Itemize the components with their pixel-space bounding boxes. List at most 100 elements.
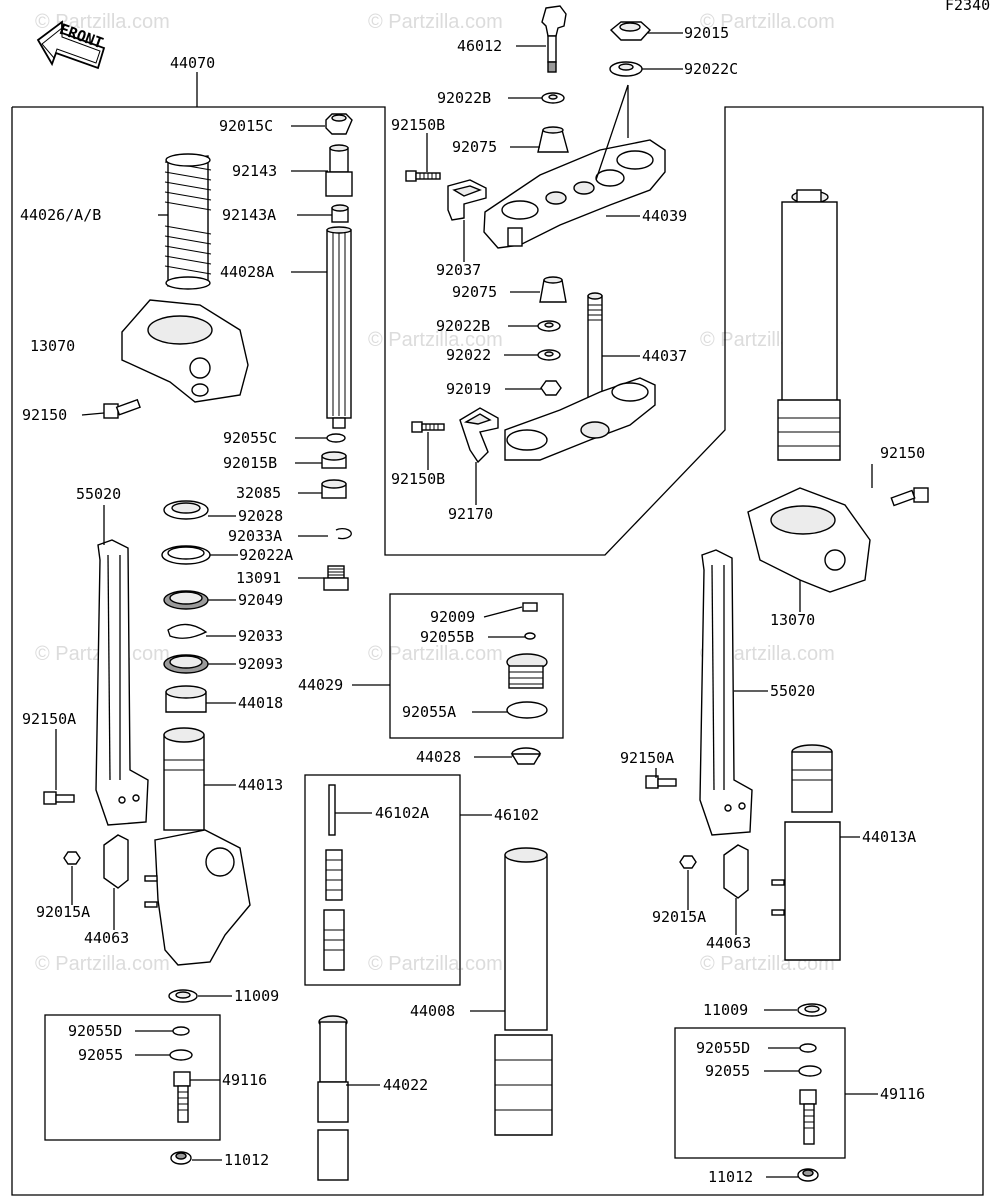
part-92055D-right	[799, 1043, 817, 1053]
part-92055C-oring	[326, 433, 346, 443]
part-44063-left-holder	[103, 834, 129, 889]
part-92022B-washer-top	[541, 92, 565, 104]
label-92015A: 92015A	[36, 903, 90, 921]
label-92049: 92049	[238, 591, 283, 609]
label-11012: 11012	[708, 1168, 753, 1186]
part-92015-nut	[609, 21, 651, 41]
label-44029: 44029	[298, 676, 343, 694]
part-92150A-left-bolt	[43, 791, 75, 805]
part-92055D-left	[172, 1026, 190, 1036]
label-92019: 92019	[446, 380, 491, 398]
part-92015B-nut	[321, 451, 347, 469]
part-right-outer-tube	[777, 189, 841, 461]
label-92033A: 92033A	[228, 527, 282, 545]
label-44028: 44028	[416, 748, 461, 766]
label-92150B: 92150B	[391, 470, 445, 488]
label-44018: 44018	[238, 694, 283, 712]
part-number-labels: 46012 92015 92022C 44070 92022B 92015C 9…	[20, 24, 925, 1186]
part-46102-damper-rod	[323, 784, 345, 971]
watermark: © Partzilla.com	[368, 953, 503, 975]
part-11009-right-gasket	[797, 1003, 827, 1017]
label-44063: 44063	[706, 934, 751, 952]
figure-code: F2340	[945, 0, 990, 14]
label-46012: 46012	[457, 37, 502, 55]
label-44028A: 44028A	[220, 263, 274, 281]
part-44022-cylinder	[317, 1015, 349, 1181]
part-92015A-right-nut	[679, 855, 697, 869]
part-44063-right-holder	[723, 844, 749, 899]
label-11009: 11009	[703, 1001, 748, 1019]
label-92055A: 92055A	[402, 703, 456, 721]
part-92055-left	[169, 1049, 193, 1061]
part-13091-plug	[323, 565, 349, 591]
label-92150A: 92150A	[620, 749, 674, 767]
label-49116: 49116	[222, 1071, 267, 1089]
label-44063: 44063	[84, 929, 129, 947]
label-92028: 92028	[238, 507, 283, 525]
part-92075-rubber-top	[537, 126, 569, 153]
part-92150-left-bolt	[103, 398, 141, 419]
part-32085-collar	[321, 479, 347, 499]
part-92150B-bolt-bottom	[411, 421, 445, 433]
part-92022C-washer	[609, 61, 643, 77]
label-13091: 13091	[236, 569, 281, 587]
part-92022A-washer	[161, 545, 211, 565]
part-11009-left-gasket	[168, 989, 198, 1003]
part-92028-bushing	[163, 500, 209, 520]
label-92150A: 92150A	[22, 710, 76, 728]
label-92150: 92150	[880, 444, 925, 462]
label-32085: 32085	[236, 484, 281, 502]
label-92075: 92075	[452, 283, 497, 301]
label-44013A: 44013A	[862, 828, 916, 846]
label-92143: 92143	[232, 162, 277, 180]
label-92022A: 92022A	[239, 546, 293, 564]
part-11012-left-washer	[170, 1151, 192, 1165]
label-92150: 92150	[22, 406, 67, 424]
label-92015A: 92015A	[652, 908, 706, 926]
label-46102: 46102	[494, 806, 539, 824]
part-left-axle-bracket	[144, 829, 251, 966]
part-92015C-nut	[325, 113, 353, 135]
watermark: © Partzilla.com	[35, 953, 170, 975]
part-11012-right-washer	[797, 1168, 819, 1182]
label-92170: 92170	[448, 505, 493, 523]
part-92049-oil-seal	[163, 590, 209, 610]
label-44013: 44013	[238, 776, 283, 794]
watermark: © Partzilla.com	[368, 643, 503, 665]
part-49116-right-valve	[799, 1089, 817, 1145]
part-92033A-circlip	[335, 527, 352, 540]
label-92093: 92093	[238, 655, 283, 673]
label-44039: 44039	[642, 207, 687, 225]
part-92019-nut	[540, 380, 562, 396]
part-92150A-right-bolt	[645, 775, 677, 789]
part-44008-inner-tube	[494, 847, 553, 1136]
label-92143A: 92143A	[222, 206, 276, 224]
label-92055C: 92055C	[223, 429, 277, 447]
label-44070: 44070	[170, 54, 215, 72]
label-13070: 13070	[770, 611, 815, 629]
part-13070-left-lower-clamp	[121, 299, 249, 403]
label-92022C: 92022C	[684, 60, 738, 78]
label-92055: 92055	[705, 1062, 750, 1080]
label-92009: 92009	[430, 608, 475, 626]
label-55020: 55020	[76, 485, 121, 503]
part-92143A-collar	[331, 204, 349, 223]
watermark: © Partzilla.com	[368, 11, 503, 33]
label-92015: 92015	[684, 24, 729, 42]
watermark: © Partzilla.com	[700, 11, 835, 33]
part-92015A-left-nut	[63, 851, 81, 865]
part-92075-rubber-mid	[539, 276, 567, 303]
part-92037-clamp	[447, 179, 487, 221]
part-44026-spring	[164, 153, 212, 290]
part-92055-right	[798, 1065, 822, 1077]
part-92033-circlip	[167, 623, 208, 639]
watermark: © Partzilla.com	[700, 643, 835, 665]
part-44029-cap-assembly	[506, 602, 548, 719]
label-92022: 92022	[446, 346, 491, 364]
watermark: © Partzilla.com	[368, 329, 503, 351]
label-92015B: 92015B	[223, 454, 277, 472]
watermark: © Partzilla.com	[35, 11, 170, 33]
label-92055D: 92055D	[696, 1039, 750, 1057]
part-44013A-outer-tube	[771, 744, 841, 961]
